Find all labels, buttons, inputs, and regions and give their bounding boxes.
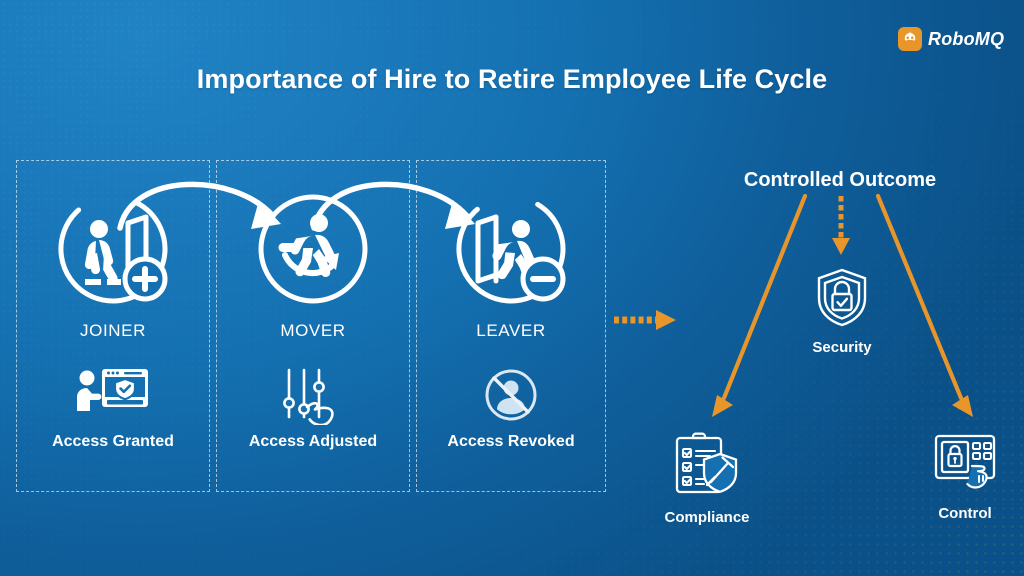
outcome-node-label: Control	[938, 505, 992, 522]
lifecycle-role-label: JOINER	[80, 321, 146, 340]
outcome-node-label: Security	[812, 339, 872, 356]
robot-face-icon	[898, 27, 922, 51]
access-status-label: Access Revoked	[447, 433, 575, 450]
outcome-node-security: Security	[772, 266, 912, 356]
access-status-label: Access Granted	[52, 433, 174, 450]
user-prohibited-icon	[483, 367, 539, 428]
outcome-title: Controlled Outcome	[743, 169, 937, 191]
user-screen-shield-check-icon	[76, 367, 150, 426]
lifecycle-panel-mover: MOVER Access Adjusted	[216, 160, 410, 492]
outcome-node-label: Compliance	[664, 509, 750, 526]
brand-logo: RoboMQ	[898, 27, 1004, 51]
dashed-right-arrow-icon	[614, 310, 676, 330]
access-status-label: Access Adjusted	[248, 433, 378, 450]
clipboard-checklist-gavel-shield-icon	[670, 432, 744, 502]
lifecycle-role-label: LEAVER	[476, 321, 546, 340]
page-title: Importance of Hire to Retire Employee Li…	[196, 64, 828, 94]
lifecycle-panel-leaver: LEAVER Access Revoked	[416, 160, 606, 492]
sliders-hand-icon	[279, 367, 347, 430]
person-exiting-door-minus-icon	[447, 185, 575, 318]
outcome-node-compliance: Compliance	[636, 432, 778, 526]
outcome-node-control: Control	[896, 432, 1024, 522]
shield-lock-check-icon	[811, 268, 873, 332]
brand-wordmark: RoboMQ	[928, 28, 1005, 49]
keypad-lock-hand-icon	[932, 434, 998, 498]
lifecycle-role-label: MOVER	[280, 321, 346, 340]
